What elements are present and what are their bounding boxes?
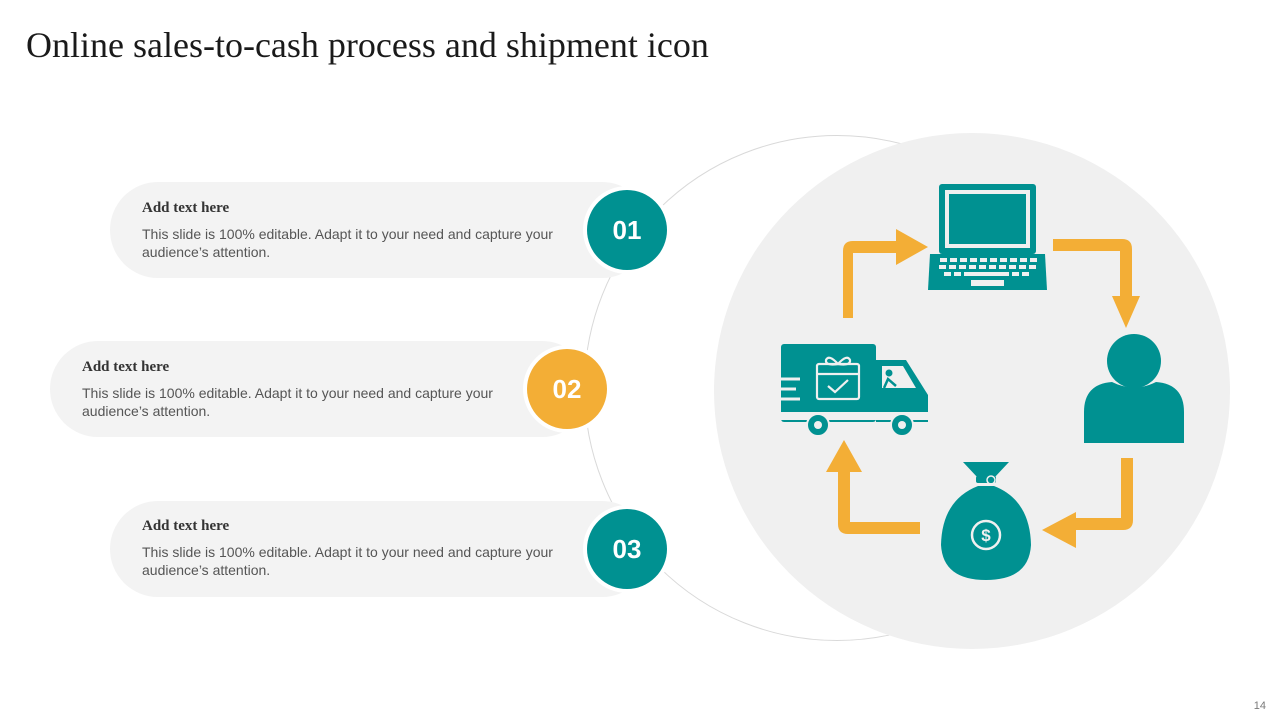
- step-3-body: This slide is 100% editable. Adapt it to…: [142, 544, 553, 578]
- step-2-heading: Add text here: [82, 359, 170, 375]
- step-1-card: [110, 182, 650, 278]
- gift-icon: [815, 356, 861, 401]
- laptop-icon: [928, 184, 1047, 290]
- step-2-card: [50, 341, 590, 437]
- step-2-body: This slide is 100% editable. Adapt it to…: [82, 385, 493, 419]
- step-3-badge: 03: [587, 509, 667, 589]
- slide-title: Online sales-to-cash process and shipmen…: [26, 25, 709, 65]
- arrow-truck-to-laptop: [843, 229, 928, 318]
- arrow-moneybag-to-truck: [826, 440, 920, 534]
- delivery-truck-icon: [778, 344, 928, 437]
- arrow-user-to-moneybag: [1042, 458, 1133, 548]
- cycle-arrows: [826, 229, 1140, 548]
- user-icon: [1084, 334, 1184, 443]
- page-number: 14: [1253, 700, 1266, 712]
- step-3-heading: Add text here: [142, 518, 230, 534]
- arrow-laptop-to-user: [1053, 239, 1140, 328]
- svg-text:$: $: [981, 526, 991, 545]
- step-2-badge: 02: [527, 349, 607, 429]
- step-1-body: This slide is 100% editable. Adapt it to…: [142, 226, 553, 260]
- step-1-badge: 01: [587, 190, 667, 270]
- money-bag-icon: $: [941, 462, 1031, 580]
- step-1-heading: Add text here: [142, 200, 230, 216]
- step-3-card: [110, 501, 650, 597]
